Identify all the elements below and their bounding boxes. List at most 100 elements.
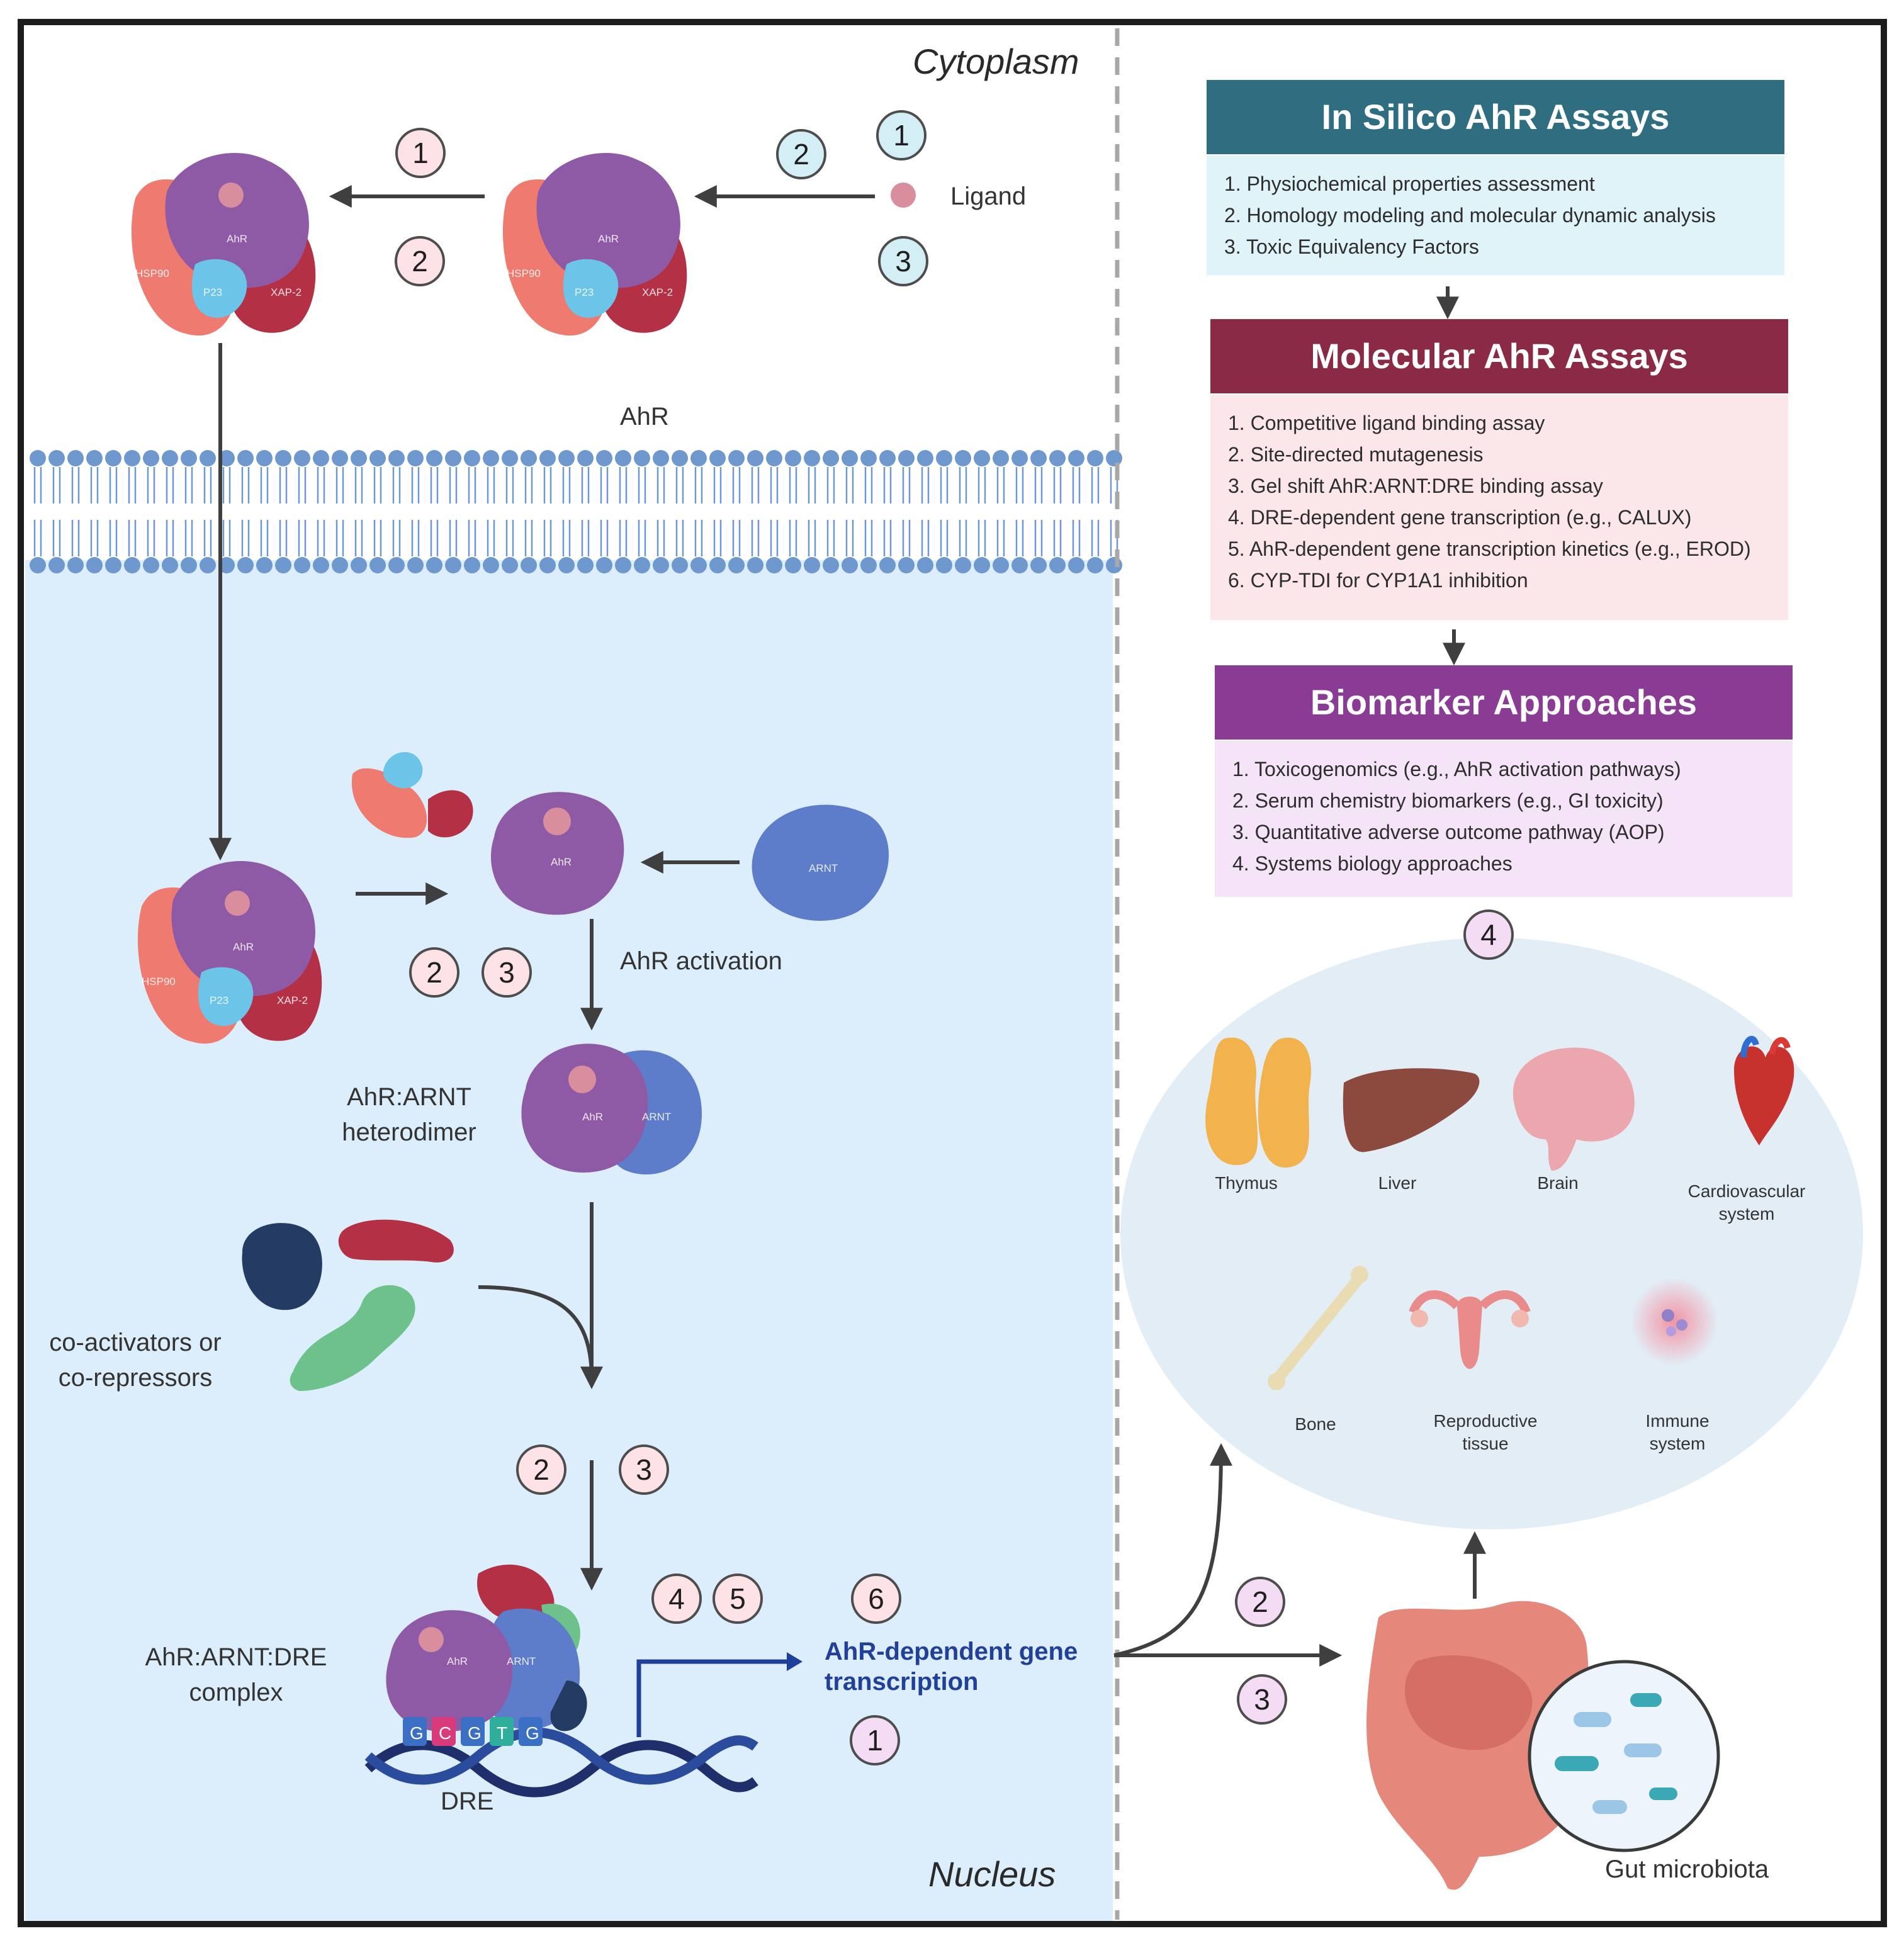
svg-text:AhR: AhR	[227, 233, 247, 245]
svg-text:AhR: AhR	[551, 856, 572, 868]
list-item: 3. Quantitative adverse outcome pathway …	[1232, 821, 1665, 843]
biomarker-header: Biomarker Approaches	[1215, 665, 1793, 740]
gut-microbiota-icon	[1528, 1660, 1720, 1852]
figure-frame	[18, 19, 1887, 1927]
marker-4: 4	[651, 1574, 702, 1624]
marker-1: 1	[850, 1715, 900, 1765]
cell-membrane	[30, 450, 1122, 573]
svg-text:XAP-2: XAP-2	[642, 286, 673, 298]
gut-microbiota-label: Gut microbiota	[1605, 1855, 1769, 1883]
list-item: 5. AhR-dependent gene transcription kine…	[1228, 538, 1751, 560]
list-item: 1. Competitive ligand binding assay	[1228, 412, 1545, 434]
svg-text:P23: P23	[203, 286, 222, 298]
svg-text:P23: P23	[575, 286, 594, 298]
dna-base-label: C	[439, 1723, 451, 1743]
bone-icon	[1268, 1266, 1368, 1390]
dna-base	[519, 1717, 543, 1746]
svg-text:P23: P23	[210, 994, 228, 1006]
dna-base-label: G	[526, 1723, 539, 1743]
list-item: 1. Toxicogenomics (e.g., AhR activation …	[1232, 758, 1681, 780]
svg-text:ARNT: ARNT	[507, 1655, 536, 1667]
dna-base-label: G	[468, 1723, 482, 1743]
arnt-icon: ARNT	[752, 804, 889, 921]
dna-base-label: G	[410, 1723, 424, 1743]
thymus-icon	[1205, 1037, 1311, 1168]
svg-text:HSP90: HSP90	[135, 267, 169, 279]
ahr-activation-label: AhR activation	[620, 947, 782, 975]
liver-label: Liver	[1378, 1173, 1417, 1193]
list-item: 1. Physiochemical properties assessment	[1224, 172, 1595, 195]
ahr-complex-icon: AhR HSP90 P23 XAP-2	[502, 153, 687, 336]
liver-icon	[1343, 1068, 1480, 1152]
svg-text:AhR: AhR	[447, 1655, 468, 1667]
marker-3: 3	[482, 947, 532, 998]
ahr-complex-icon: AhR HSP90 P23 XAP-2	[137, 861, 322, 1044]
in-silico-list: 1. Physiochemical properties assessment …	[1207, 155, 1784, 275]
marker-3: 3	[1237, 1674, 1287, 1725]
bone-label: Bone	[1295, 1414, 1336, 1434]
list-item: 4. DRE-dependent gene transcription (e.g…	[1228, 506, 1692, 529]
marker-1: 1	[876, 110, 927, 160]
svg-text:HSP90: HSP90	[507, 267, 541, 279]
molecular-header: Molecular AhR Assays	[1210, 319, 1788, 393]
list-item: 6. CYP-TDI for CYP1A1 inhibition	[1228, 569, 1528, 592]
cytoplasm-label: Cytoplasm	[913, 42, 1079, 81]
svg-text:AhR: AhR	[598, 233, 619, 245]
coregulators-icon	[242, 1219, 454, 1391]
heart-icon	[1734, 1035, 1794, 1146]
list-item: 2. Serum chemistry biomarkers (e.g., GI …	[1232, 789, 1664, 812]
ligand-icon	[891, 183, 916, 208]
biomarker-list: 1. Toxicogenomics (e.g., AhR activation …	[1215, 741, 1793, 897]
svg-text:XAP-2: XAP-2	[277, 994, 308, 1006]
marker-6: 6	[851, 1574, 901, 1624]
molecular-list: 1. Competitive ligand binding assay 2. S…	[1210, 395, 1788, 620]
ahr-icon: AhR	[491, 792, 624, 915]
immune-system-icon	[1630, 1278, 1718, 1366]
ligand-label: Ligand	[950, 183, 1027, 210]
intestine-icon	[1366, 1601, 1589, 1890]
in-silico-header: In Silico AhR Assays	[1207, 80, 1784, 154]
dre-label: DRE	[441, 1788, 494, 1815]
svg-text:AhR: AhR	[582, 1111, 603, 1123]
dna-base	[403, 1717, 427, 1746]
list-item: 3. Gel shift AhR:ARNT:DRE binding assay	[1228, 475, 1603, 497]
marker-5: 5	[713, 1574, 763, 1624]
marker-3: 3	[619, 1444, 669, 1495]
marker-1: 1	[395, 128, 446, 178]
marker-2: 2	[776, 129, 826, 179]
svg-text:HSP90: HSP90	[142, 976, 176, 988]
dna-base-label: T	[497, 1723, 507, 1743]
marker-2: 2	[395, 236, 445, 286]
dna-base	[461, 1717, 485, 1746]
ahr-complex-icon: AhR HSP90 P23 XAP-2	[131, 153, 316, 336]
svg-text:ARNT: ARNT	[809, 862, 838, 874]
marker-3: 3	[878, 236, 928, 286]
svg-text:AhR: AhR	[233, 941, 254, 953]
brain-icon	[1512, 1047, 1635, 1171]
dna-base	[490, 1717, 514, 1746]
released-chaperones-icon	[351, 752, 473, 838]
marker-2: 2	[409, 947, 459, 998]
marker-2: 2	[1235, 1577, 1285, 1627]
brain-label: Brain	[1537, 1173, 1579, 1193]
marker-2: 2	[516, 1444, 566, 1495]
marker-4: 4	[1463, 909, 1514, 960]
list-item: 2. Site-directed mutagenesis	[1228, 443, 1484, 466]
nucleus-label: Nucleus	[928, 1854, 1056, 1894]
list-item: 2. Homology modeling and molecular dynam…	[1224, 204, 1716, 227]
dre-complex-icon: AhR ARNT	[386, 1564, 587, 1732]
list-item: 4. Systems biology approaches	[1232, 852, 1512, 875]
heterodimer-icon: AhR ARNT	[521, 1044, 702, 1174]
svg-text:ARNT: ARNT	[642, 1111, 671, 1123]
list-item: 3. Toxic Equivalency Factors	[1224, 235, 1479, 258]
ahr-label: AhR	[620, 403, 669, 431]
